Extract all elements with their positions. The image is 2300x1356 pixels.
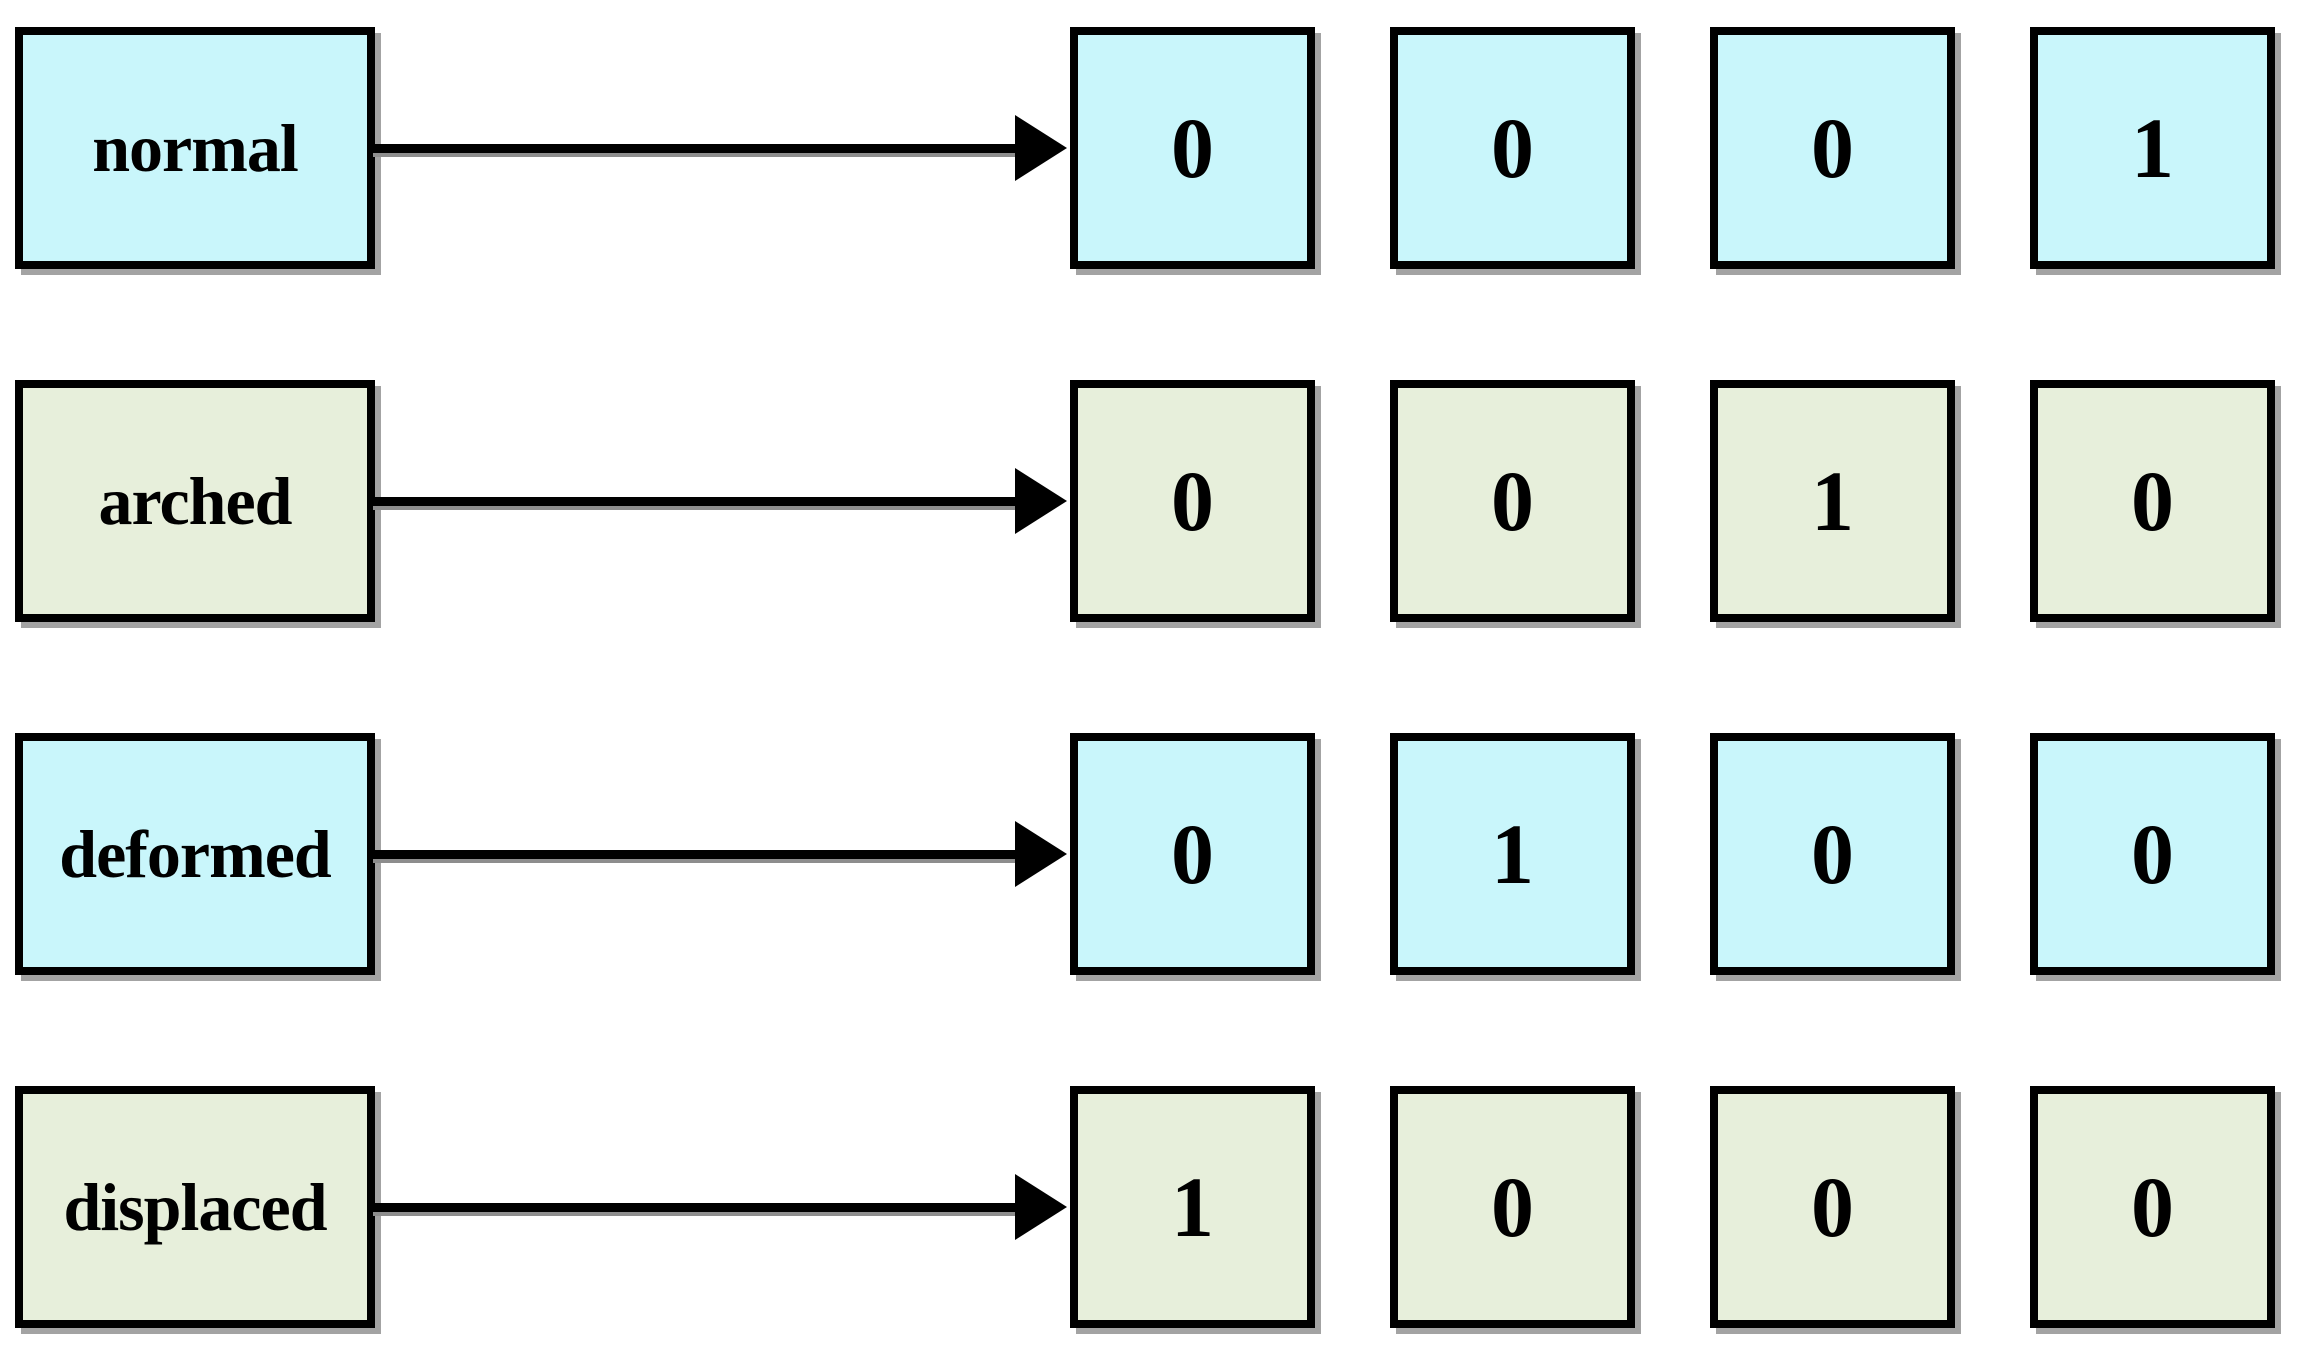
onehot-cell: 1 bbox=[1710, 380, 1955, 622]
onehot-cell: 0 bbox=[1390, 380, 1635, 622]
cell-value: 0 bbox=[2131, 453, 2174, 549]
cell-value: 0 bbox=[2131, 1159, 2174, 1255]
onehot-vector: 1 0 0 0 bbox=[1070, 1086, 2275, 1328]
label-box-normal: normal bbox=[15, 27, 375, 269]
arrow bbox=[373, 1086, 1067, 1328]
cell-value: 0 bbox=[1811, 1159, 1854, 1255]
arrow bbox=[373, 27, 1067, 269]
arrow-head-icon bbox=[1015, 468, 1067, 534]
cell-value: 0 bbox=[1171, 453, 1214, 549]
arrow-head-icon bbox=[1015, 115, 1067, 181]
onehot-cell: 1 bbox=[1390, 733, 1635, 975]
onehot-cell: 0 bbox=[1390, 27, 1635, 269]
arrow bbox=[373, 380, 1067, 622]
cell-value: 0 bbox=[1171, 806, 1214, 902]
cell-value: 0 bbox=[1491, 453, 1534, 549]
cell-value: 1 bbox=[1171, 1159, 1214, 1255]
onehot-cell: 0 bbox=[1070, 380, 1315, 622]
diagram-row-arched: arched 0 0 1 0 bbox=[0, 380, 2300, 622]
onehot-vector: 0 0 1 0 bbox=[1070, 380, 2275, 622]
arrow-head-icon bbox=[1015, 821, 1067, 887]
arrow-line bbox=[373, 496, 1015, 506]
cell-value: 1 bbox=[2131, 100, 2174, 196]
diagram-row-displaced: displaced 1 0 0 0 bbox=[0, 1086, 2300, 1328]
onehot-cell: 0 bbox=[1070, 27, 1315, 269]
arrow-line bbox=[373, 1202, 1015, 1212]
cell-value: 1 bbox=[1491, 806, 1534, 902]
cell-value: 0 bbox=[2131, 806, 2174, 902]
cell-value: 0 bbox=[1171, 100, 1214, 196]
onehot-vector: 0 1 0 0 bbox=[1070, 733, 2275, 975]
cell-value: 0 bbox=[1811, 806, 1854, 902]
label-box-displaced: displaced bbox=[15, 1086, 375, 1328]
onehot-cell: 0 bbox=[1070, 733, 1315, 975]
onehot-vector: 0 0 0 1 bbox=[1070, 27, 2275, 269]
arrow-line bbox=[373, 849, 1015, 859]
class-label: displaced bbox=[63, 1168, 327, 1245]
diagram-row-normal: normal 0 0 0 1 bbox=[0, 27, 2300, 269]
cell-value: 0 bbox=[1491, 1159, 1534, 1255]
cell-value: 0 bbox=[1811, 100, 1854, 196]
onehot-cell: 0 bbox=[1710, 1086, 1955, 1328]
class-label: deformed bbox=[59, 815, 331, 892]
onehot-cell: 1 bbox=[2030, 27, 2275, 269]
onehot-cell: 0 bbox=[2030, 733, 2275, 975]
label-box-arched: arched bbox=[15, 380, 375, 622]
label-box-deformed: deformed bbox=[15, 733, 375, 975]
arrow-line bbox=[373, 143, 1015, 153]
onehot-cell: 0 bbox=[1390, 1086, 1635, 1328]
onehot-cell: 1 bbox=[1070, 1086, 1315, 1328]
class-label: normal bbox=[92, 109, 299, 186]
onehot-cell: 0 bbox=[1710, 27, 1955, 269]
onehot-cell: 0 bbox=[2030, 380, 2275, 622]
arrow-head-icon bbox=[1015, 1174, 1067, 1240]
cell-value: 1 bbox=[1811, 453, 1854, 549]
onehot-cell: 0 bbox=[1710, 733, 1955, 975]
class-label: arched bbox=[98, 462, 293, 539]
cell-value: 0 bbox=[1491, 100, 1534, 196]
onehot-cell: 0 bbox=[2030, 1086, 2275, 1328]
arrow bbox=[373, 733, 1067, 975]
diagram-row-deformed: deformed 0 1 0 0 bbox=[0, 733, 2300, 975]
